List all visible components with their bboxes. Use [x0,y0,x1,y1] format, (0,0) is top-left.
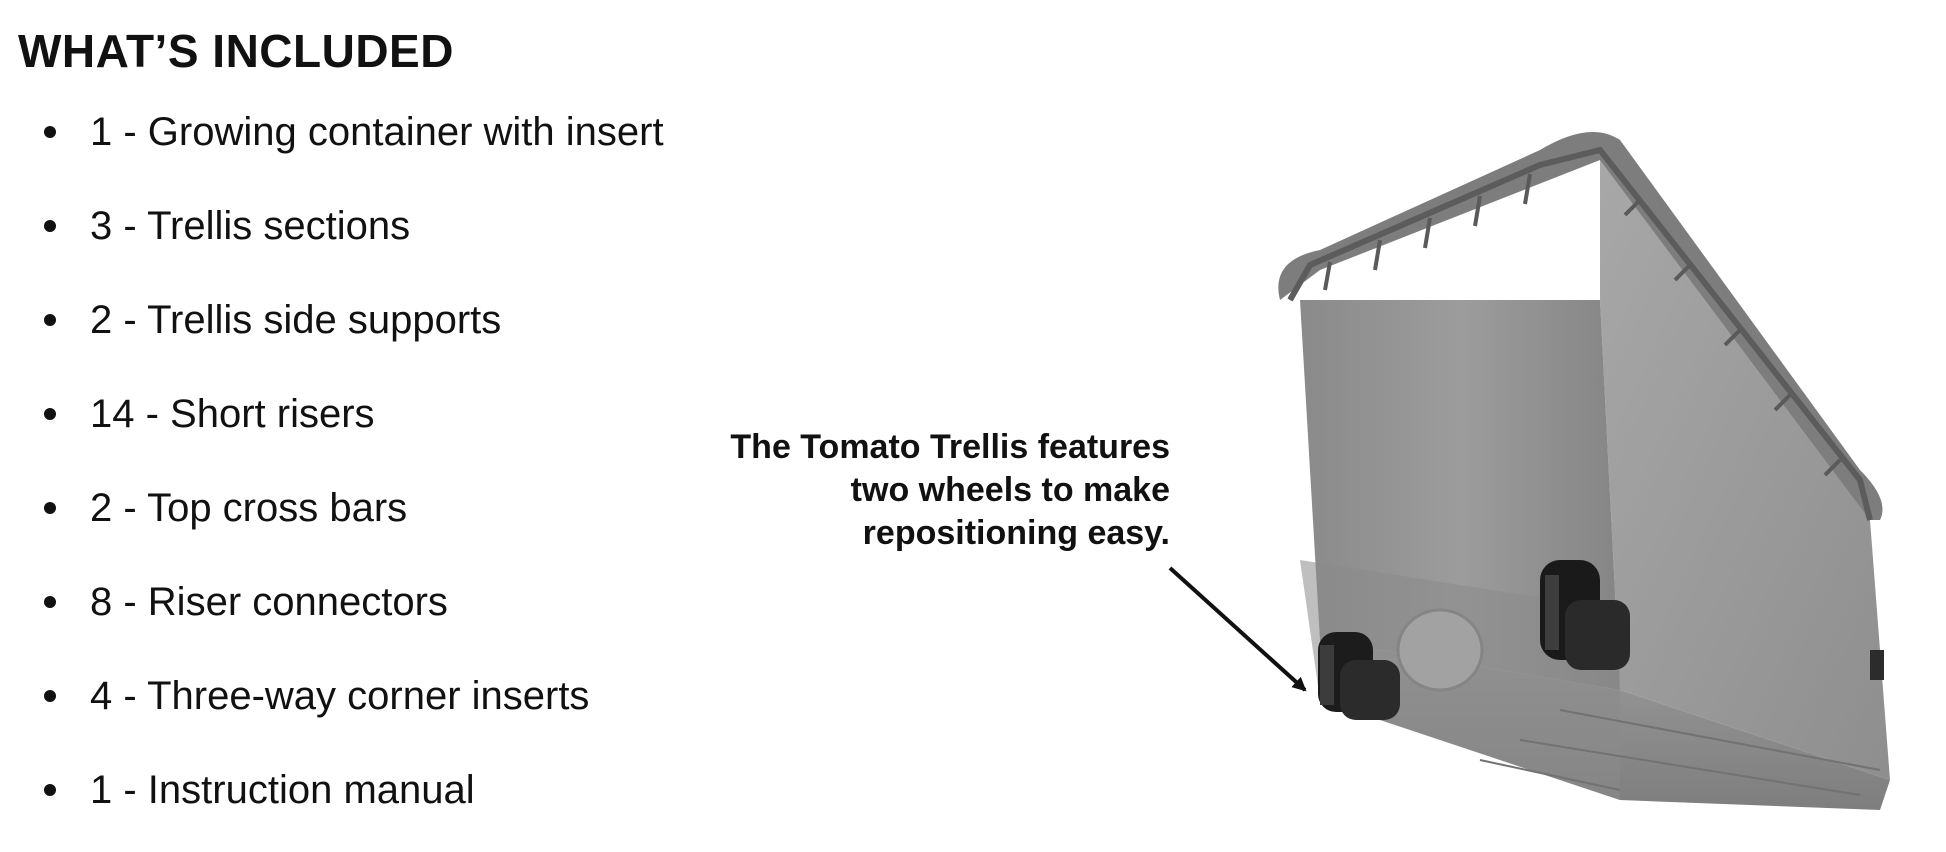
list-item: 1 - Instruction manual [38,758,664,852]
list-item: 3 - Trellis sections [38,194,664,288]
list-item: 1 - Growing container with insert [38,100,664,194]
bullet-icon [44,502,56,514]
bullet-icon [44,596,56,608]
right-wheel [1540,560,1630,670]
container-side-face [1600,140,1890,780]
bullet-icon [44,220,56,232]
container-bottom-face [1320,640,1890,810]
list-item: 14 - Short risers [38,382,664,476]
bullet-icon [44,408,56,420]
left-wheel [1318,632,1400,720]
list-item-text: 14 - Short risers [90,392,375,436]
bullet-icon [44,690,56,702]
container-front-face [1300,300,1620,690]
container-bump [1396,608,1484,692]
container-rim [1278,132,1883,520]
list-item: 4 - Three-way corner inserts [38,664,664,758]
list-item-text: 1 - Instruction manual [90,768,475,812]
section-heading: WHAT’S INCLUDED [18,25,454,77]
callout-arrow [1168,566,1307,692]
list-item: 2 - Trellis side supports [38,288,664,382]
list-item-text: 8 - Riser connectors [90,580,448,624]
list-item-text: 1 - Growing container with insert [90,110,664,154]
bullet-icon [44,314,56,326]
list-item-text: 4 - Three-way corner inserts [90,674,590,718]
list-item-text: 2 - Top cross bars [90,486,408,530]
list-item-text: 3 - Trellis sections [90,204,411,248]
bullet-icon [44,784,56,796]
container-image [1278,132,1890,810]
list-item-text: 2 - Trellis side supports [90,298,502,342]
list-item: 2 - Top cross bars [38,476,664,570]
included-items-list: 1 - Growing container with insert 3 - Tr… [38,100,664,852]
callout-text: The Tomato Trellis features two wheels t… [730,428,1170,552]
bullet-icon [44,126,56,138]
list-item: 8 - Riser connectors [38,570,664,664]
